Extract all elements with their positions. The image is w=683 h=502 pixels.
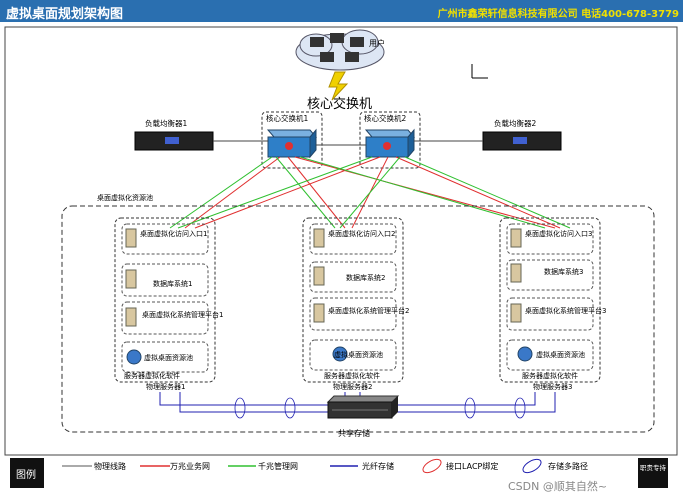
legend-fiber: 光纤存储	[362, 461, 394, 471]
virt1-label: 服务器虚拟化软件	[124, 371, 180, 380]
legend-business: 万兆业务网	[170, 461, 210, 471]
pool-label: 桌面虚拟化资源池	[97, 193, 153, 202]
fiber-storage-links	[159, 392, 556, 413]
mgmt3-label: 桌面虚拟化系统管理平台3	[525, 306, 606, 315]
company-info: 广州市鑫荣轩信息科技有限公司 电话400-678-3779	[437, 9, 679, 20]
user-label: 用户	[369, 38, 385, 48]
mgmt2-label: 桌面虚拟化系统管理平台2	[328, 306, 409, 315]
switch1-label: 核心交换机1	[266, 113, 308, 123]
server-group-1: 桌面虚拟化访问入口1 数据库系统1 桌面虚拟化系统管理平台1 虚拟桌面资源池 服…	[114, 217, 223, 391]
legend-lacp: 接口LACP绑定	[446, 461, 498, 471]
legend-title: 图例	[16, 468, 36, 481]
legend: 图例 物理线路 万兆业务网 千兆管理网 光纤存储 接口LACP绑定 存储多路径 …	[0, 458, 683, 502]
csdn-watermark: CSDN @顺其自然~	[508, 479, 607, 493]
legend-corner: 职责专持	[640, 463, 667, 472]
entry3-label: 桌面虚拟化访问入口3	[525, 229, 592, 238]
outer-frame	[4, 26, 678, 456]
title-bar: 虚拟桌面规划架构图 广州市鑫荣轩信息科技有限公司 电话400-678-3779	[0, 0, 683, 22]
virt3-label: 服务器虚拟化软件	[522, 371, 578, 380]
storage-label: 共享存储	[338, 428, 370, 438]
switch2-label: 核心交换机2	[364, 113, 406, 123]
switch1-frame	[261, 111, 323, 169]
gigabit-management-links	[169, 156, 571, 229]
res3-label: 虚拟桌面资源池	[536, 350, 585, 359]
multipath-ellipses	[234, 397, 526, 419]
lb2-label: 负载均衡器2	[494, 118, 536, 128]
entry1-label: 桌面虚拟化访问入口1	[140, 229, 207, 238]
virt2-label: 服务器虚拟化软件	[324, 371, 380, 380]
db1-label: 数据库系统1	[153, 279, 192, 288]
shared-storage-device	[326, 395, 400, 419]
switch2-icon	[364, 128, 416, 159]
lightning-icon	[328, 71, 349, 101]
switch2-frame	[359, 111, 421, 169]
phys3-label: 物理服务器3	[533, 382, 572, 391]
db3-label: 数据库系统3	[544, 267, 583, 276]
phys1-label: 物理服务器1	[146, 382, 185, 391]
server-group-2: 桌面虚拟化访问入口2 数据库系统2 桌面虚拟化系统管理平台2 虚拟桌面资源池 服…	[302, 217, 409, 391]
server-group-3: 桌面虚拟化访问入口3 数据库系统3 桌面虚拟化系统管理平台3 虚拟桌面资源池 服…	[499, 217, 606, 391]
res1-label: 虚拟桌面资源池	[144, 353, 193, 362]
phys2-label: 物理服务器2	[333, 382, 372, 391]
entry2-label: 桌面虚拟化访问入口2	[328, 229, 395, 238]
mgmt1-label: 桌面虚拟化系统管理平台1	[142, 310, 223, 319]
core-switch-label: 核心交换机	[307, 96, 372, 112]
diagram-title: 虚拟桌面规划架构图	[6, 7, 124, 22]
lb1-label: 负载均衡器1	[145, 118, 187, 128]
db2-label: 数据库系统2	[346, 273, 385, 282]
switch1-icon	[266, 128, 318, 159]
legend-management: 千兆管理网	[258, 461, 298, 471]
legend-physical: 物理线路	[94, 461, 126, 471]
resource-pool-frame	[61, 205, 655, 433]
res2-label: 虚拟桌面资源池	[334, 350, 383, 359]
legend-multipath: 存储多路径	[548, 461, 588, 471]
user-cloud-icon	[295, 29, 385, 71]
